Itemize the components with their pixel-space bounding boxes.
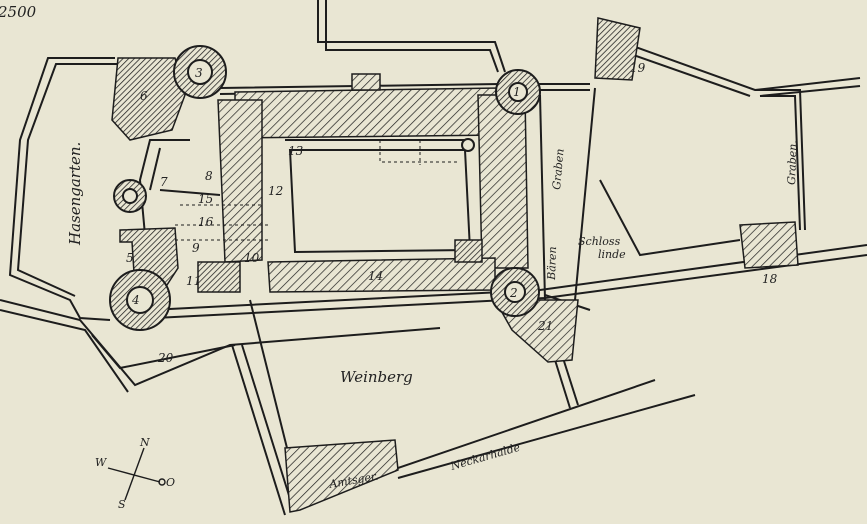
number-6: 6 xyxy=(140,89,148,103)
number-21: 21 xyxy=(537,319,553,333)
number-1: 1 xyxy=(513,85,521,99)
number-2: 2 xyxy=(509,286,518,300)
label-weinberg: Weinberg xyxy=(340,368,413,386)
label-baeren: Bären xyxy=(545,246,559,281)
number-3: 3 xyxy=(195,66,203,80)
interior-dashed xyxy=(175,140,460,241)
label-schlosslinde-2: linde xyxy=(598,248,626,261)
towers xyxy=(109,45,541,331)
compass-e: O xyxy=(166,476,175,489)
label-schlosslinde-1: Schloss xyxy=(578,235,621,248)
number-10: 10 xyxy=(244,251,260,265)
number-12: 12 xyxy=(268,184,283,198)
compass-rose xyxy=(107,447,166,501)
number-16: 16 xyxy=(198,215,214,229)
number-8: 8 xyxy=(205,169,213,183)
compass-s: S xyxy=(118,498,126,511)
number-13: 13 xyxy=(288,144,304,158)
number-14: 14 xyxy=(368,269,383,283)
label-hasengarten: Hasengarten. xyxy=(66,142,84,246)
number-7: 7 xyxy=(160,175,168,189)
number-19: 19 xyxy=(630,61,646,75)
hatched-buildings xyxy=(111,17,799,513)
label-graben-right: Graben. xyxy=(785,140,800,185)
number-20: 20 xyxy=(157,351,174,365)
number-5: 5 xyxy=(126,251,134,265)
number-11: 11 xyxy=(186,274,201,288)
scale-fragment: 2500 xyxy=(0,3,37,21)
number-15: 15 xyxy=(198,192,213,206)
label-graben-left: Graben xyxy=(550,148,567,190)
compass-w: W xyxy=(95,456,108,469)
number-9: 9 xyxy=(192,241,200,255)
compass-n: N xyxy=(139,436,150,449)
number-4: 4 xyxy=(131,293,140,307)
number-18: 18 xyxy=(762,272,778,286)
